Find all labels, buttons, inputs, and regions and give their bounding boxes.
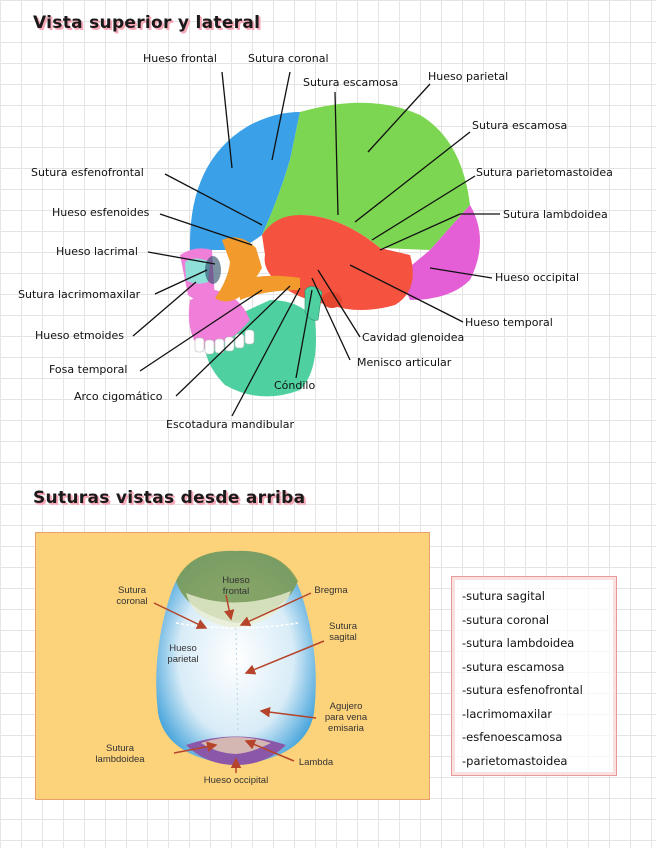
label-hueso-lacrimal: Hueso lacrimal: [56, 245, 138, 258]
label-sutura-parietomastoidea: Sutura parietomastoidea: [476, 166, 613, 179]
list-item: -sutura escamosa: [462, 659, 565, 674]
label-escotadura-mandibular: Escotadura mandibular: [166, 418, 294, 431]
label-sutura-escamosa-1: Sutura escamosa: [303, 76, 399, 89]
suture-list-box: -sutura sagital -sutura coronal -sutura …: [451, 576, 617, 776]
mastoid: [322, 292, 342, 308]
sphenoid-bone: [215, 237, 262, 302]
maxilla-bone: [188, 290, 250, 350]
label-sutura-coronal: Sutura coronal: [248, 52, 329, 65]
list-item: -lacrimomaxilar: [462, 706, 553, 721]
list-item: -sutura esfenofrontal: [462, 683, 583, 697]
parietal-bone: [262, 102, 470, 250]
occipital-bone: [400, 205, 480, 300]
frontal-bone: [189, 112, 300, 250]
label-hueso-occipital: Hueso occipital: [495, 271, 579, 284]
skull-lateral-illustration: [132, 71, 500, 417]
section-title-lateral-view: Vista superior y lateral: [33, 13, 261, 33]
top-label-bregma: Bregma: [314, 585, 348, 596]
section-title-top-view: Suturas vistas desde arriba: [33, 488, 306, 508]
label-sutura-lambdoidea: Sutura lambdoidea: [503, 208, 608, 221]
top-label-lambda: Lambda: [298, 757, 334, 768]
label-hueso-temporal: Hueso temporal: [465, 316, 553, 329]
label-sutura-lacrimomaxilar: Sutura lacrimomaxilar: [18, 288, 141, 301]
label-fosa-temporal: Fosa temporal: [49, 363, 128, 376]
list-item: -sutura sagital: [462, 589, 545, 603]
label-condilo: Cóndilo: [274, 379, 316, 392]
zygomatic-arch: [238, 275, 300, 300]
top-label-hueso-occipital: Hueso occipital: [203, 775, 269, 786]
list-item: -sutura lambdoidea: [462, 636, 575, 650]
list-item: -parietomastoidea: [462, 753, 568, 768]
list-item: -esfenoescamosa: [462, 730, 563, 744]
orbit: [205, 256, 221, 284]
skull-top-view-illustration: [153, 550, 325, 773]
label-sutura-esfenofrontal: Sutura esfenofrontal: [31, 166, 144, 179]
list-item: -sutura coronal: [462, 612, 550, 627]
label-hueso-esfenoides: Hueso esfenoides: [52, 206, 150, 219]
label-menisco-articular: Menisco articular: [357, 356, 452, 369]
label-cavidad-glenoidea: Cavidad glenoidea: [362, 331, 465, 344]
label-arco-cigomatico: Arco cigomático: [74, 390, 163, 403]
label-sutura-escamosa-2: Sutura escamosa: [472, 119, 568, 132]
label-hueso-parietal: Hueso parietal: [428, 70, 509, 83]
leader-lines: [132, 71, 500, 417]
label-hueso-frontal: Hueso frontal: [143, 52, 217, 65]
label-hueso-etmoides: Hueso etmoides: [35, 329, 125, 342]
suture-list: -sutura sagital -sutura coronal -sutura …: [452, 577, 616, 773]
